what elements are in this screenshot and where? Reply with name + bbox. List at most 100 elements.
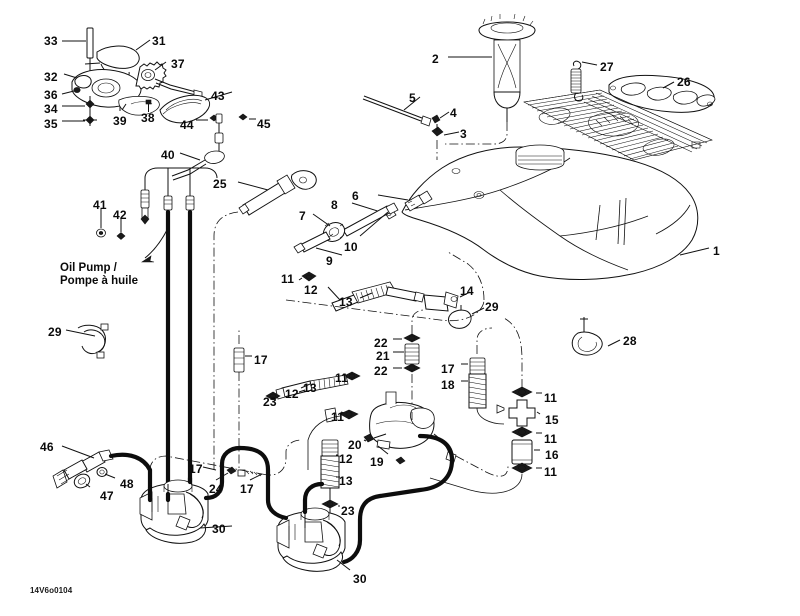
callout-10: 10	[344, 240, 358, 254]
route-lower-right	[455, 455, 509, 477]
throttle-cable-assembly	[140, 167, 209, 503]
callout-3: 3	[460, 127, 467, 141]
part-3-fitting	[431, 124, 460, 160]
callout-11: 11	[544, 391, 558, 405]
part-25-cable-end	[204, 167, 317, 470]
part-1-fuel-tank	[401, 144, 710, 280]
part-28-clamp	[571, 317, 621, 356]
callout-46: 46	[40, 440, 54, 454]
oil-pump-label-line2: Pompe à huile	[60, 275, 138, 287]
callout-17: 17	[441, 362, 455, 376]
callout-29: 29	[485, 300, 499, 314]
part-30-carburetor-rear	[276, 507, 351, 572]
oil-pump-arrow	[144, 227, 169, 259]
tank-pad	[523, 89, 713, 161]
part-30-carburetor-front	[139, 479, 233, 544]
part-4-fitting	[420, 111, 450, 127]
part-47-oring	[73, 473, 91, 489]
part-43-cover	[159, 91, 233, 124]
part-5-fuel-line	[362, 95, 423, 122]
part-stack-right	[429, 317, 542, 494]
callout-15: 15	[545, 413, 559, 427]
callout-6: 6	[352, 189, 359, 203]
oil-pump-label: Oil Pump / Pompe à huile	[60, 262, 138, 288]
callout-1: 1	[713, 244, 720, 258]
callout-17: 17	[240, 482, 254, 496]
callout-29: 29	[48, 325, 62, 339]
callout-12: 12	[304, 283, 318, 297]
callout-40: 40	[161, 148, 175, 162]
callout-12: 12	[339, 452, 353, 466]
callout-11: 11	[544, 465, 558, 479]
part-40-oil-cable	[171, 113, 225, 181]
part-46-connector	[52, 445, 153, 491]
callout-34: 34	[44, 102, 58, 116]
part-36-pin	[61, 87, 81, 95]
callout-17: 17	[254, 353, 268, 367]
callout-11: 11	[281, 272, 295, 286]
callout-30: 30	[353, 572, 367, 586]
callout-19: 19	[370, 455, 384, 469]
callout-33: 33	[44, 34, 58, 48]
callout-18: 18	[441, 378, 455, 392]
callout-26: 26	[677, 75, 691, 89]
sheet-code: 14V6o0104	[30, 586, 73, 595]
callout-28: 28	[623, 334, 637, 348]
callout-17: 17	[189, 462, 203, 476]
part-37-adjuster	[135, 61, 203, 99]
callout-24: 24	[209, 482, 223, 496]
callout-42: 42	[113, 208, 127, 222]
callout-11: 11	[544, 432, 558, 446]
callout-22: 22	[374, 336, 388, 350]
callout-8: 8	[331, 198, 338, 212]
callout-36: 36	[44, 88, 58, 102]
callout-21: 21	[376, 349, 390, 363]
callout-14: 14	[460, 284, 474, 298]
callout-11: 11	[335, 371, 349, 385]
part-29-clip-left	[65, 323, 109, 359]
callout-2: 2	[432, 52, 439, 66]
callout-38: 38	[141, 111, 155, 125]
part-27-spring-hook	[570, 60, 598, 102]
callout-20: 20	[348, 438, 362, 452]
callout-16: 16	[545, 448, 559, 462]
callout-4: 4	[450, 106, 457, 120]
callout-37: 37	[171, 57, 185, 71]
callout-35: 35	[44, 117, 58, 131]
part-33-rod	[62, 27, 94, 96]
callout-9: 9	[326, 254, 333, 268]
callout-32: 32	[44, 70, 58, 84]
callout-47: 47	[100, 489, 114, 503]
part-38-pin	[145, 99, 152, 112]
fuel-line-assembly-center	[285, 190, 485, 329]
oil-pump-label-line1: Oil Pump /	[60, 262, 117, 274]
callout-13: 13	[303, 381, 317, 395]
part-2-fuel-sender	[445, 13, 536, 145]
callout-23: 23	[341, 504, 355, 518]
callout-44: 44	[180, 118, 194, 132]
part-stack-21-22	[393, 309, 425, 420]
callout-30: 30	[212, 522, 226, 536]
callout-39: 39	[113, 114, 127, 128]
callout-7: 7	[299, 209, 306, 223]
callout-22: 22	[374, 364, 388, 378]
part-17-18-spring	[461, 327, 505, 425]
part-34-washer	[62, 99, 95, 109]
hose-assembly-left-mid	[265, 371, 361, 518]
callout-25: 25	[213, 177, 227, 191]
part-42-nut	[116, 218, 126, 240]
callout-13: 13	[339, 295, 353, 309]
part-35-washer	[62, 115, 97, 125]
part-45-nut	[238, 113, 256, 121]
part-26-tank-strap	[608, 74, 716, 113]
callout-31: 31	[152, 34, 166, 48]
part-48-oring	[96, 467, 116, 479]
callout-12: 12	[285, 387, 299, 401]
callout-23: 23	[263, 395, 277, 409]
callout-48: 48	[120, 477, 134, 491]
callout-27: 27	[600, 60, 614, 74]
callout-43: 43	[211, 89, 225, 103]
part-41-washer	[96, 208, 106, 238]
